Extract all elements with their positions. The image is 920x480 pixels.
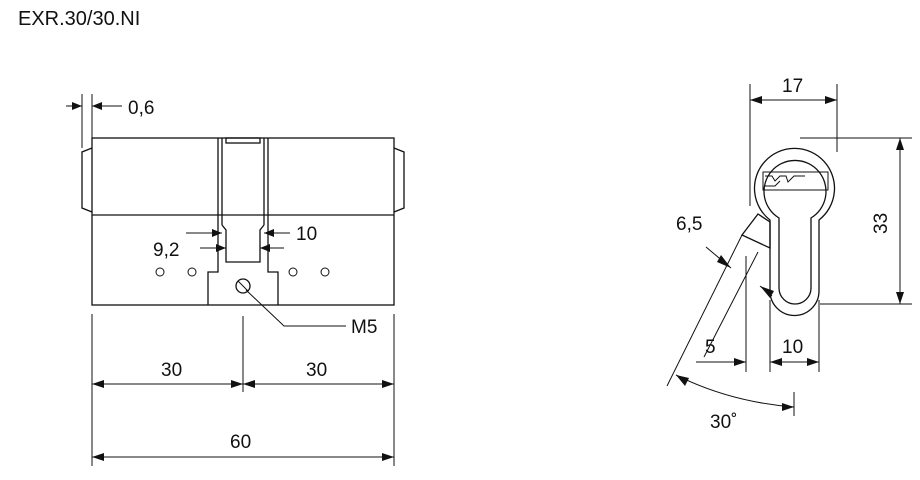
pin-hole xyxy=(187,267,197,277)
cam xyxy=(740,213,771,250)
dim-bottom-width: 10 xyxy=(782,337,803,358)
dim-half-right: 30 xyxy=(306,360,327,381)
profile-outline xyxy=(753,147,836,317)
profile-view: 17 33 6,5 5 10 30˚ xyxy=(666,76,912,433)
right-knob xyxy=(393,147,405,213)
dim-profile-width: 17 xyxy=(782,76,803,97)
side-view: 0,6 10 9,2 M5 30 30 60 xyxy=(66,94,405,466)
cylinder-body xyxy=(91,137,395,306)
screw-hole xyxy=(235,278,251,294)
pin-hole xyxy=(155,267,165,277)
dim-cam-width: 10 xyxy=(296,224,317,245)
dim-total-length: 60 xyxy=(230,432,251,453)
dim-cam-inner: 9,2 xyxy=(153,240,179,261)
dim-half-left: 30 xyxy=(161,360,182,381)
dim-cam-angle: 30˚ xyxy=(710,412,737,433)
dim-cam-offset: 5 xyxy=(705,337,716,358)
dim-offset: 0,6 xyxy=(128,98,154,119)
dim-profile-height: 33 xyxy=(871,213,892,234)
drawing-title: EXR.30/30.NI xyxy=(18,8,141,30)
left-knob xyxy=(81,147,93,213)
dim-cam-thickness: 6,5 xyxy=(676,214,702,235)
pin-hole xyxy=(320,267,330,277)
dim-screw: M5 xyxy=(351,317,377,338)
pin-hole xyxy=(288,267,298,277)
